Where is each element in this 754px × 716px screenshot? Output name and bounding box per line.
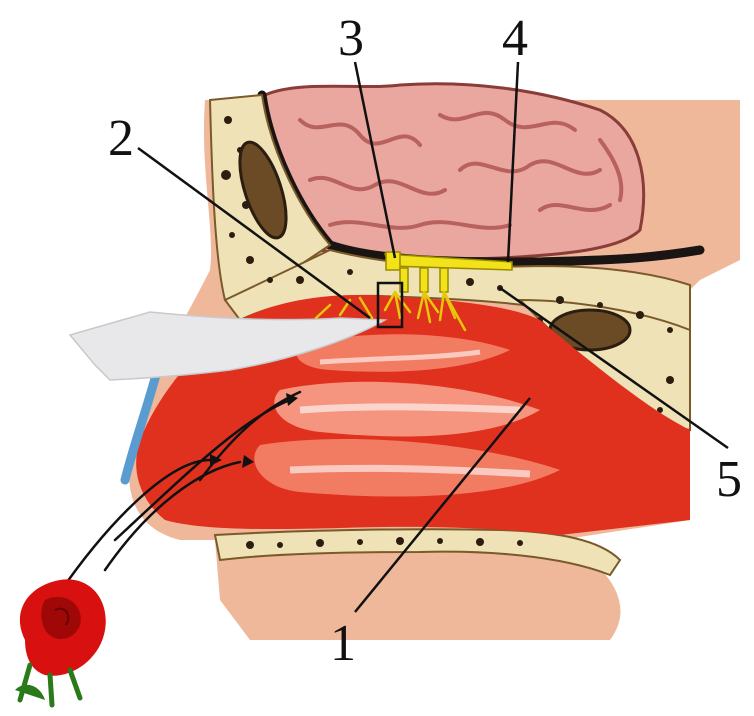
- label-3: 3: [338, 10, 364, 67]
- label-2: 2: [108, 110, 134, 167]
- label-5: 5: [716, 451, 742, 508]
- rose-flower: [15, 579, 106, 705]
- label-4: 4: [502, 10, 528, 67]
- label-1: 1: [330, 615, 356, 672]
